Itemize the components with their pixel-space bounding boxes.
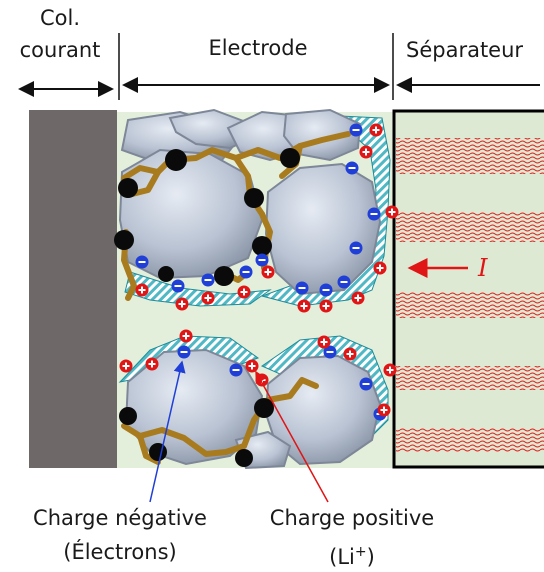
current-symbol: I <box>477 254 488 282</box>
separator-label: Séparateur <box>406 38 524 62</box>
positive-charge-label-line1: Charge positive <box>269 506 435 530</box>
header-dividers <box>118 33 394 100</box>
electrode-label: Electrode <box>208 36 308 60</box>
negative-charge-label-line2: (Électrons) <box>63 540 177 564</box>
current-collector <box>29 110 117 468</box>
positive-charge-callout <box>255 370 329 503</box>
collector-label-line1: Col. <box>39 6 81 30</box>
negative-charge-label-line1: Charge négative <box>33 506 207 530</box>
negative-charge-callout <box>149 360 186 503</box>
collector-label-line2: courant <box>19 38 101 62</box>
dimension-arrows <box>18 77 540 97</box>
positive-charge-label-line2: (Li+) <box>329 544 375 569</box>
current-arrow: I <box>407 254 488 282</box>
carbon-black <box>114 148 300 467</box>
separator <box>392 109 544 469</box>
